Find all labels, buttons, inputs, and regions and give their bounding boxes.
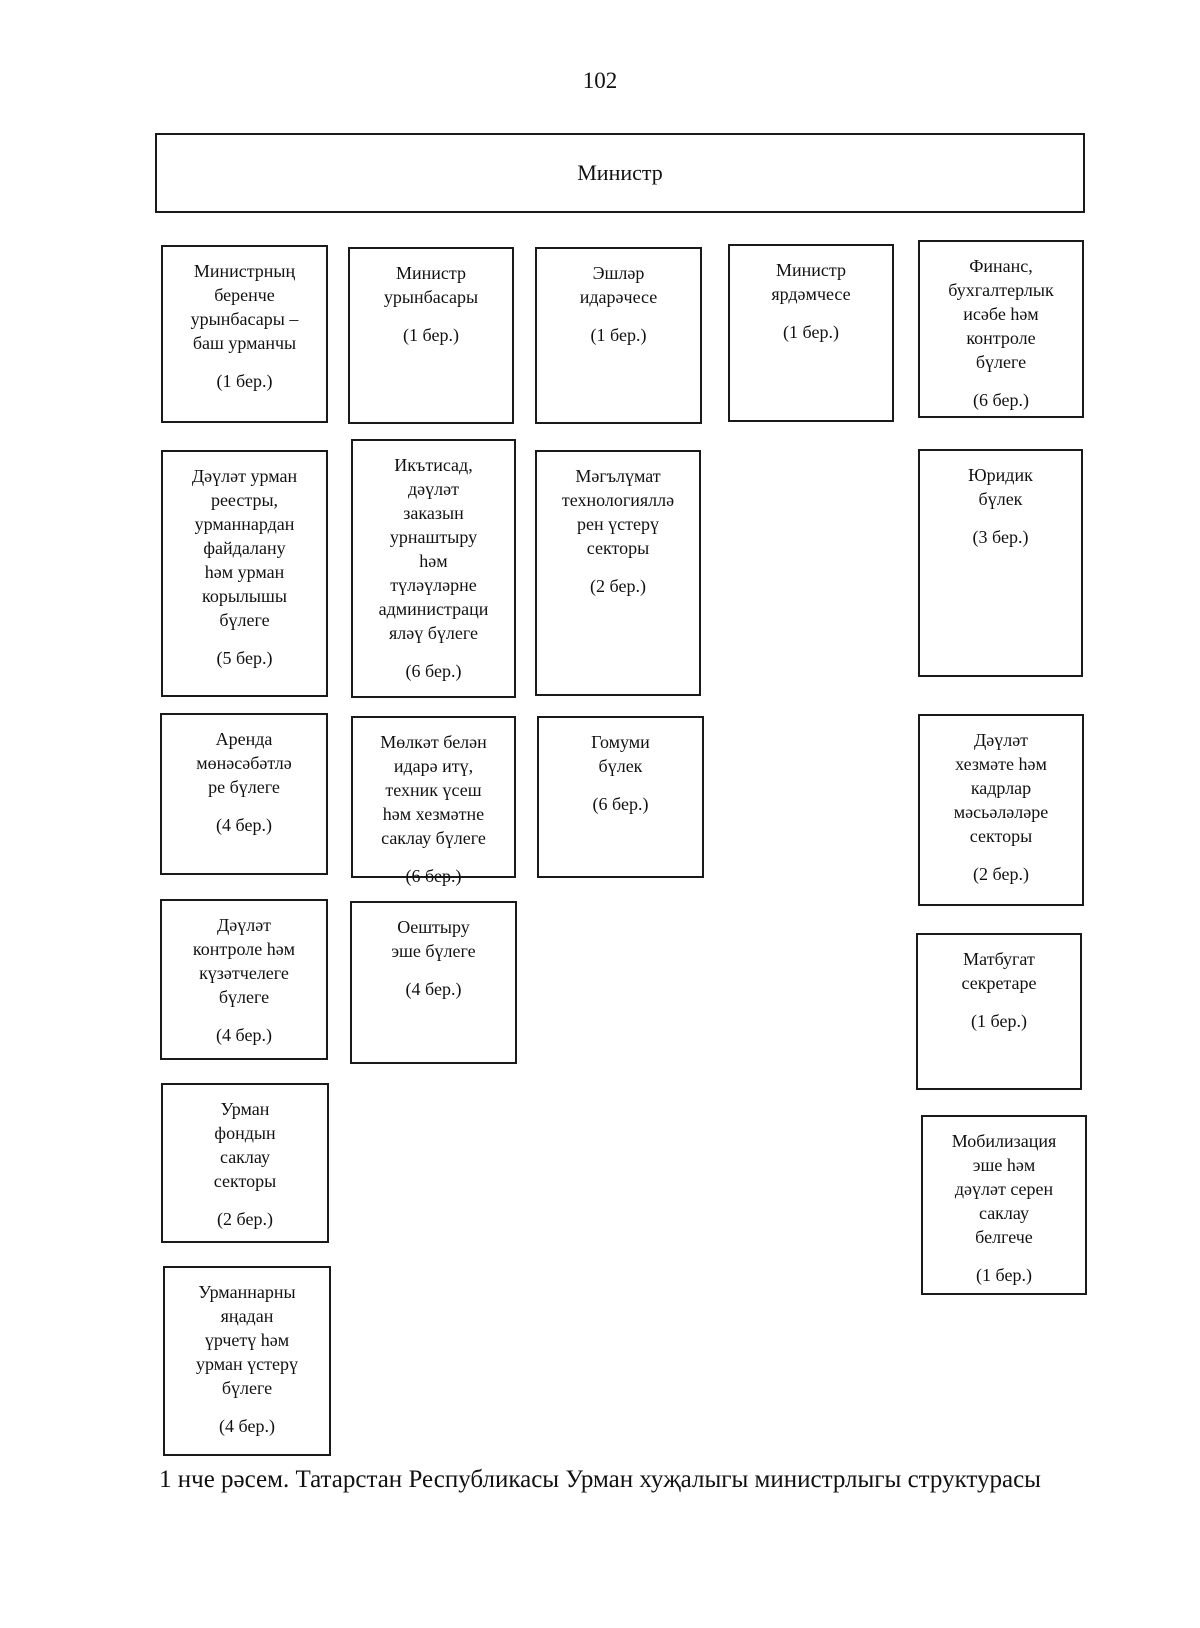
org-unit-box: Мобилизация эше һәм дәүләт серен саклау …: [921, 1115, 1087, 1295]
org-unit-name: Гомуми бүлек: [591, 732, 650, 776]
org-unit-box: Гомуми бүлек (6 бер.): [537, 716, 704, 878]
org-unit-staff: (6 бер.): [405, 661, 462, 681]
org-unit-name: Министр урынбасары: [383, 263, 479, 307]
org-unit-box: Урман фондын саклау секторы (2 бер.): [161, 1083, 329, 1243]
org-unit-box: Мәгълүмат технологияллә рен үстерү секто…: [535, 450, 701, 696]
org-unit-staff: (1 бер.): [590, 325, 647, 345]
org-unit-staff: (2 бер.): [217, 1209, 273, 1229]
org-unit-name: Дәүләт хезмәте һәм кадрлар мәсьәләләре с…: [953, 730, 1049, 846]
org-unit-staff: (4 бер.): [219, 1416, 275, 1436]
org-unit-name: Дәүләт контроле һәм күзәтчелеге бүлеге: [192, 915, 296, 1007]
org-unit-staff: (6 бер.): [405, 866, 462, 886]
org-unit-name: Мобилизация эше һәм дәүләт серен саклау …: [951, 1131, 1057, 1247]
org-unit-box: Финанс, бухгалтерлык исәбе һәм контроле …: [918, 240, 1084, 418]
org-unit-staff: (6 бер.): [973, 390, 1029, 410]
org-unit-staff: (1 бер.): [976, 1265, 1032, 1285]
org-unit-box: Матбугат секретаре (1 бер.): [916, 933, 1082, 1090]
org-unit-staff: (2 бер.): [973, 864, 1029, 884]
org-unit-staff: (4 бер.): [216, 815, 272, 835]
org-unit-box: Министр ярдәмчесе (1 бер.): [728, 244, 894, 422]
org-unit-box: Дәүләт урман реестры, урманнардан файдал…: [161, 450, 328, 697]
org-unit-staff: (2 бер.): [590, 576, 646, 596]
org-unit-name: Икътисад, дәүләт заказын урнаштыру һәм т…: [378, 455, 489, 643]
org-unit-staff: (3 бер.): [972, 527, 1029, 547]
org-unit-staff: (6 бер.): [592, 794, 649, 814]
figure-caption: 1 нче рәсем. Татарстан Республикасы Урма…: [159, 1466, 1041, 1493]
org-unit-name: Юридик бүлек: [968, 465, 1033, 509]
org-unit-box: Оештыру эше бүлеге (4 бер.): [350, 901, 517, 1064]
org-unit-box: Икътисад, дәүләт заказын урнаштыру һәм т…: [351, 439, 516, 698]
org-unit-staff: (4 бер.): [405, 979, 462, 999]
org-unit-box: Дәүләт хезмәте һәм кадрлар мәсьәләләре с…: [918, 714, 1084, 906]
org-unit-staff: (1 бер.): [783, 322, 839, 342]
org-unit-box: Юридик бүлек (3 бер.): [918, 449, 1083, 677]
org-unit-name: Урманнарны яңадан үрчетү һәм урман үстер…: [196, 1282, 298, 1398]
org-unit-staff: (1 бер.): [403, 325, 459, 345]
org-unit-name: Урман фондын саклау секторы: [213, 1099, 277, 1191]
org-unit-box: Эшләр идарәчесе (1 бер.): [535, 247, 702, 424]
org-unit-name: Матбугат секретаре: [961, 949, 1037, 993]
minister-box: Министр: [155, 133, 1085, 213]
org-unit-staff: (1 бер.): [971, 1011, 1027, 1031]
org-unit-name: Аренда мөнәсәбәтлә ре бүлеге: [196, 729, 292, 797]
org-unit-name: Оештыру эше бүлеге: [391, 917, 476, 961]
org-unit-name: Министр ярдәмчесе: [771, 260, 851, 304]
org-unit-name: Дәүләт урман реестры, урманнардан файдал…: [191, 466, 298, 630]
org-unit-box: Урманнарны яңадан үрчетү һәм урман үстер…: [163, 1266, 331, 1456]
org-unit-name: Министрның беренче урынбасары – баш урма…: [190, 261, 299, 353]
org-unit-box: Дәүләт контроле һәм күзәтчелеге бүлеге (4…: [160, 899, 328, 1060]
org-unit-box: Аренда мөнәсәбәтлә ре бүлеге (4 бер.): [160, 713, 328, 875]
page-number: 102: [582, 68, 618, 93]
org-unit-staff: (4 бер.): [216, 1025, 272, 1045]
org-unit-name: Мөлкәт белән идарә итү, техник үсеш һәм …: [380, 732, 487, 848]
org-unit-box: Министр урынбасары (1 бер.): [348, 247, 514, 424]
org-unit-name: Эшләр идарәчесе: [579, 263, 658, 307]
org-unit-name: Финанс, бухгалтерлык исәбе һәм контроле …: [948, 256, 1054, 372]
org-unit-staff: (1 бер.): [216, 371, 273, 391]
org-unit-staff: (5 бер.): [216, 648, 273, 668]
org-unit-name: Мәгълүмат технологияллә рен үстерү секто…: [561, 466, 675, 558]
org-unit-box: Министрның беренче урынбасары – баш урма…: [161, 245, 328, 423]
org-unit-box: Мөлкәт белән идарә итү, техник үсеш һәм …: [351, 716, 516, 886]
